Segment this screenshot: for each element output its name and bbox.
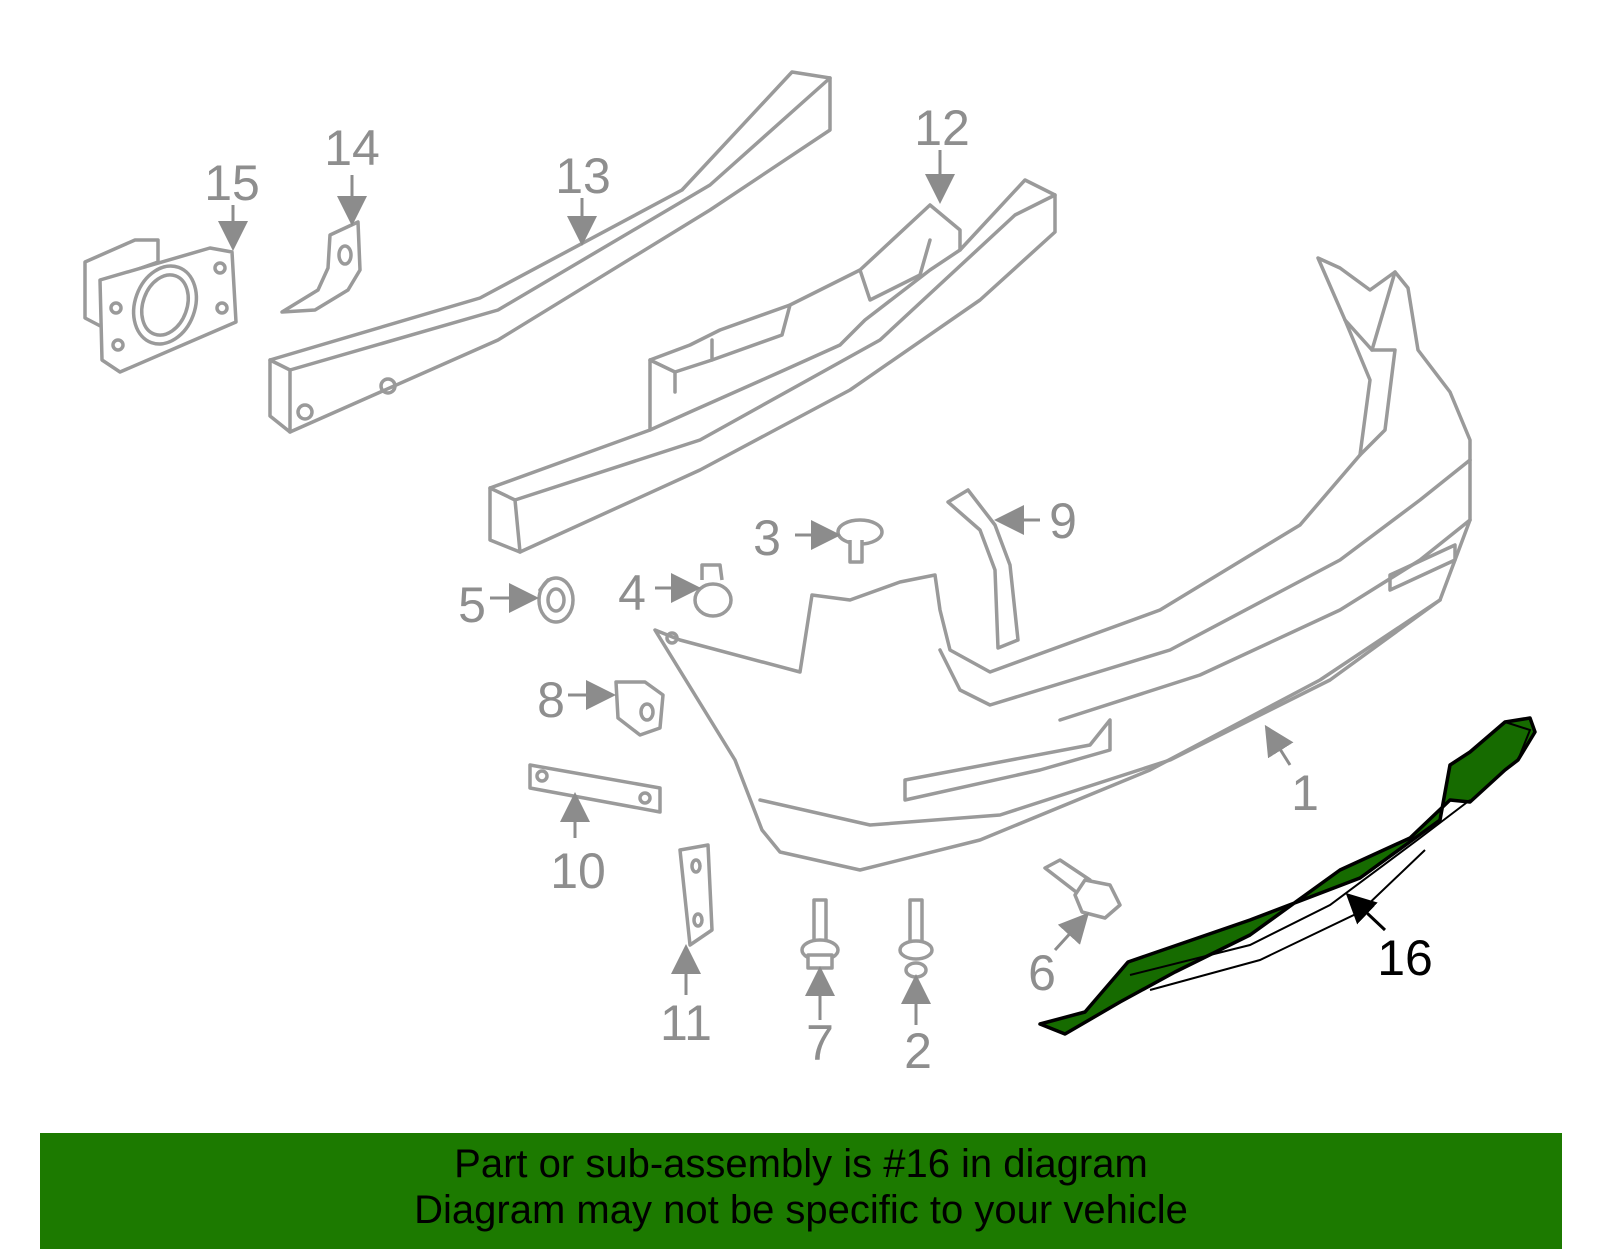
label-12: 12 <box>914 100 970 156</box>
label-11: 11 <box>660 995 712 1051</box>
part-15-bracket <box>83 238 238 374</box>
label-4: 4 <box>618 565 646 621</box>
part-9-trim <box>946 488 1020 650</box>
label-16: 16 <box>1377 930 1433 986</box>
part-1-bumper-cover <box>653 256 1472 872</box>
part-8-clip <box>614 680 665 737</box>
part-5-nut <box>537 576 575 624</box>
label-9: 9 <box>1049 493 1077 549</box>
label-14: 14 <box>324 120 380 176</box>
part-4-grommet <box>693 563 733 618</box>
part-14-bracket <box>280 220 362 314</box>
banner-line-1: Part or sub-assembly is #16 in diagram <box>454 1142 1148 1186</box>
part-6-bolt <box>1043 858 1122 920</box>
part-2-pin <box>898 898 934 979</box>
label-8: 8 <box>537 672 565 728</box>
part-11-plate <box>678 843 714 947</box>
part-13-beam <box>268 70 832 434</box>
label-6: 6 <box>1028 945 1056 1001</box>
label-15: 15 <box>204 155 260 211</box>
part-10-strap <box>528 763 662 814</box>
label-7: 7 <box>806 1015 834 1071</box>
label-13: 13 <box>555 148 611 204</box>
part-12-absorber <box>488 178 1057 554</box>
leader-arrows <box>218 150 1387 1025</box>
banner-line-2: Diagram may not be specific to your vehi… <box>414 1188 1188 1232</box>
label-1: 1 <box>1291 765 1319 821</box>
part-3-clip <box>836 518 884 564</box>
part-16-highlighted <box>1038 716 1537 1036</box>
label-3: 3 <box>753 510 781 566</box>
label-2: 2 <box>904 1023 932 1079</box>
part-7-bolt <box>800 898 840 970</box>
parts-diagram: 15 14 13 12 9 3 4 5 8 1 10 11 7 2 6 16 <box>83 70 1537 1079</box>
label-10: 10 <box>550 843 606 899</box>
info-banner: Part or sub-assembly is #16 in diagram D… <box>40 1133 1562 1249</box>
label-5: 5 <box>458 577 486 633</box>
